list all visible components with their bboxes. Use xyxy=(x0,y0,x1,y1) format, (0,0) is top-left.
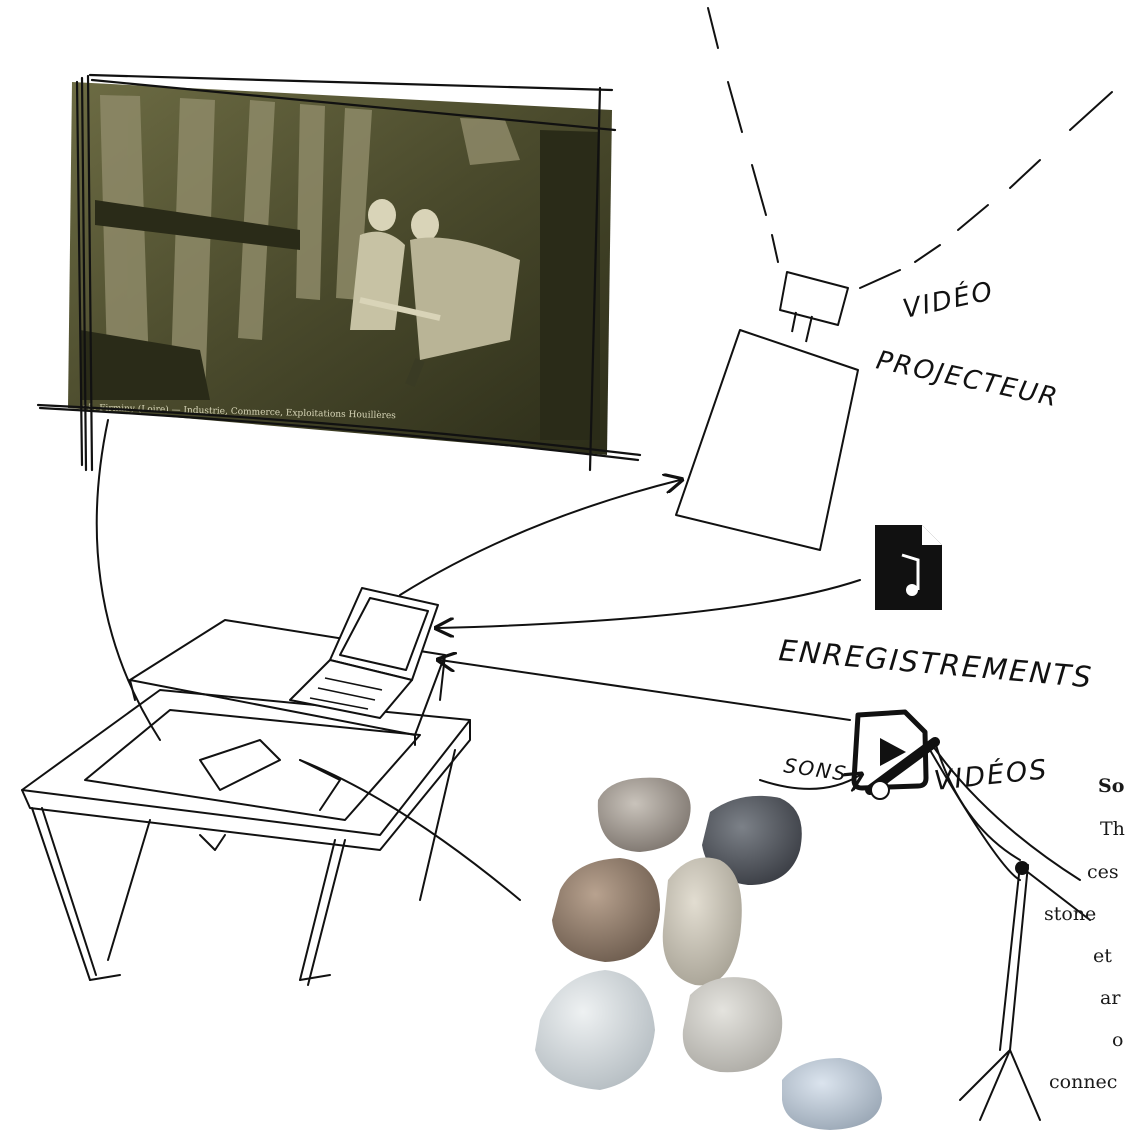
stone xyxy=(683,977,782,1072)
videos-label: VIDÉOS xyxy=(932,753,1049,797)
projector-label-line2: PROJECTEUR xyxy=(874,346,1062,414)
microphone-icon xyxy=(870,742,1090,1120)
side-caption-line: stone xyxy=(1044,903,1096,925)
laptop-icon xyxy=(290,588,438,718)
side-caption-line: ar xyxy=(1100,987,1121,1009)
side-caption-line: et xyxy=(1093,945,1112,967)
stone xyxy=(782,1058,882,1130)
projector-label-line1: VIDÉO xyxy=(900,274,997,325)
projection-beam xyxy=(708,8,1112,288)
video-projector-icon xyxy=(676,272,858,550)
side-caption-line: o xyxy=(1112,1029,1123,1051)
audio-file-icon xyxy=(875,525,942,610)
stone xyxy=(552,858,660,962)
stone xyxy=(535,970,655,1090)
side-caption-line: Th xyxy=(1100,818,1125,840)
side-caption-line: ces xyxy=(1087,861,1119,883)
stone xyxy=(598,778,691,852)
stones-pile xyxy=(535,778,882,1130)
side-caption-title: So xyxy=(1098,775,1124,797)
stone xyxy=(663,858,742,986)
side-caption-line: connec xyxy=(1049,1071,1117,1093)
mine-photograph: 45. Firminy (Loire) — Industrie, Commerc… xyxy=(38,75,640,470)
recordings-label: ENREGISTREMENTS xyxy=(777,633,1094,694)
sounds-label: SONS xyxy=(782,753,849,786)
